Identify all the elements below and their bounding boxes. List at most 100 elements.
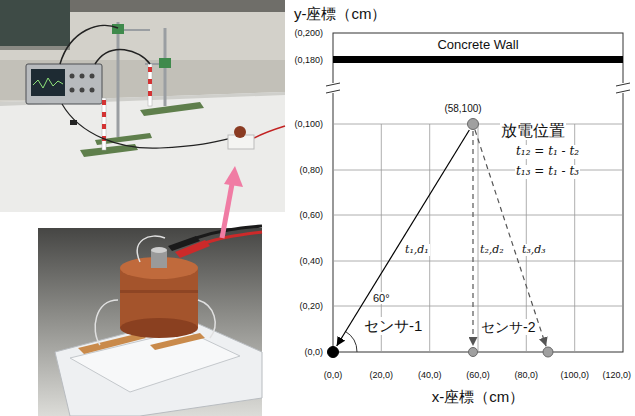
sensor-stand bbox=[148, 64, 152, 106]
oscilloscope bbox=[80, 74, 85, 79]
sensor-stand bbox=[148, 67, 152, 72]
path-label: t₁,d₁ bbox=[404, 244, 430, 257]
chart-frame bbox=[333, 33, 623, 352]
device-photo bbox=[38, 228, 262, 416]
cable bbox=[60, 25, 118, 64]
axis-title: y-座標（cm） bbox=[293, 5, 388, 22]
concrete-wall bbox=[333, 56, 623, 63]
oscilloscope bbox=[26, 64, 102, 104]
formula: t₁₃ = t₁ - t₃ bbox=[515, 165, 580, 179]
oscilloscope bbox=[26, 64, 102, 104]
signal-path bbox=[337, 130, 470, 346]
pointer-arrow bbox=[222, 184, 232, 238]
pointer-arrow bbox=[224, 166, 243, 187]
device-photo bbox=[120, 318, 198, 338]
path-label: t₂,d₂ bbox=[479, 244, 505, 257]
sensor-stand bbox=[102, 112, 106, 117]
device-photo bbox=[137, 236, 165, 262]
oscilloscope bbox=[90, 88, 95, 93]
cable bbox=[62, 104, 232, 148]
sensor-stand bbox=[117, 22, 120, 137]
tick-label: (120,0) bbox=[601, 370, 632, 380]
lab-photo bbox=[0, 0, 285, 212]
axis-break bbox=[616, 90, 630, 93]
device-photo bbox=[120, 290, 198, 293]
sensor-stand bbox=[148, 91, 152, 96]
tick-label: (100,0) bbox=[559, 370, 590, 380]
cable bbox=[254, 126, 285, 138]
device-photo bbox=[151, 247, 167, 253]
axis-break bbox=[326, 83, 630, 93]
device-photo bbox=[198, 300, 215, 338]
axis-title: x-座標（cm） bbox=[431, 388, 526, 405]
axis-break bbox=[617, 83, 629, 93]
coordinate-label: (58,100) bbox=[443, 103, 482, 115]
tick-label: (0,40) bbox=[298, 256, 324, 266]
sensor-dot: センサ-1 bbox=[327, 346, 339, 358]
angle-arc bbox=[345, 331, 357, 352]
device-photo bbox=[38, 226, 262, 416]
pointer-arrow bbox=[222, 166, 243, 238]
path-label: t₃,d₃ bbox=[521, 244, 547, 257]
lab-photo bbox=[0, 0, 285, 212]
device-photo bbox=[95, 300, 118, 345]
cable bbox=[60, 25, 285, 148]
sensor-stand bbox=[112, 24, 124, 34]
oscilloscope bbox=[70, 88, 75, 93]
device-photo bbox=[70, 330, 240, 392]
signal-path bbox=[472, 131, 473, 346]
lab-photo bbox=[0, 46, 70, 50]
cable bbox=[95, 50, 150, 64]
tick-label: (0,100) bbox=[293, 119, 324, 129]
lab-photo bbox=[0, 92, 285, 212]
axis-break bbox=[327, 83, 339, 93]
chart-frame bbox=[333, 33, 623, 352]
oscilloscope bbox=[70, 74, 75, 79]
oscilloscope bbox=[31, 69, 65, 96]
tick-label: (0,0) bbox=[303, 347, 324, 357]
tick-label: (0,60) bbox=[298, 210, 324, 220]
sensor-stand bbox=[102, 98, 106, 150]
wall-label: Concrete Wall bbox=[436, 38, 519, 53]
sensor-label: センサ-1 bbox=[363, 317, 423, 334]
device-photo bbox=[55, 318, 262, 416]
angle-arc bbox=[345, 331, 357, 352]
oscilloscope bbox=[90, 74, 95, 79]
sensor-dot bbox=[543, 347, 553, 357]
sensor-stand bbox=[148, 79, 152, 84]
device-photo bbox=[78, 333, 146, 354]
sensor-dot: センサ-2 bbox=[468, 347, 478, 357]
tick-label: (0,200) bbox=[293, 28, 324, 38]
tick-label: (80,0) bbox=[514, 370, 540, 380]
tick-label: (0,0) bbox=[323, 370, 344, 380]
angle-label: 60° bbox=[372, 292, 391, 305]
sensor-stand bbox=[102, 124, 106, 129]
position-label: 放電位置 bbox=[500, 122, 566, 140]
sensor-stand bbox=[159, 58, 171, 68]
tick-label: (60,0) bbox=[465, 370, 491, 380]
grid-line bbox=[478, 124, 479, 352]
discharge-device bbox=[228, 126, 254, 149]
discharge-point: (58,100)放電位置 bbox=[467, 118, 479, 130]
axis-break bbox=[616, 83, 630, 86]
axis-break bbox=[326, 83, 340, 86]
lab-photo bbox=[70, 120, 77, 125]
path-line bbox=[475, 130, 546, 346]
lab-photo bbox=[0, 0, 70, 46]
tick-label: (0,20) bbox=[298, 301, 324, 311]
sensor-label: センサ-2 bbox=[480, 319, 536, 335]
sensor-stand bbox=[102, 100, 106, 105]
grid-line bbox=[429, 124, 430, 352]
device-photo bbox=[168, 236, 200, 251]
device-photo bbox=[196, 226, 262, 238]
tick-label: (0,180) bbox=[293, 55, 324, 65]
path-line bbox=[475, 130, 546, 346]
concrete-wall bbox=[333, 56, 623, 63]
tick-label: (0,80) bbox=[298, 165, 324, 175]
discharge-device bbox=[234, 126, 246, 138]
oscilloscope bbox=[80, 88, 85, 93]
oscilloscope bbox=[33, 78, 63, 88]
formula: t₁₂ = t₁ - t₂ bbox=[515, 145, 580, 159]
grid-line bbox=[333, 124, 623, 352]
